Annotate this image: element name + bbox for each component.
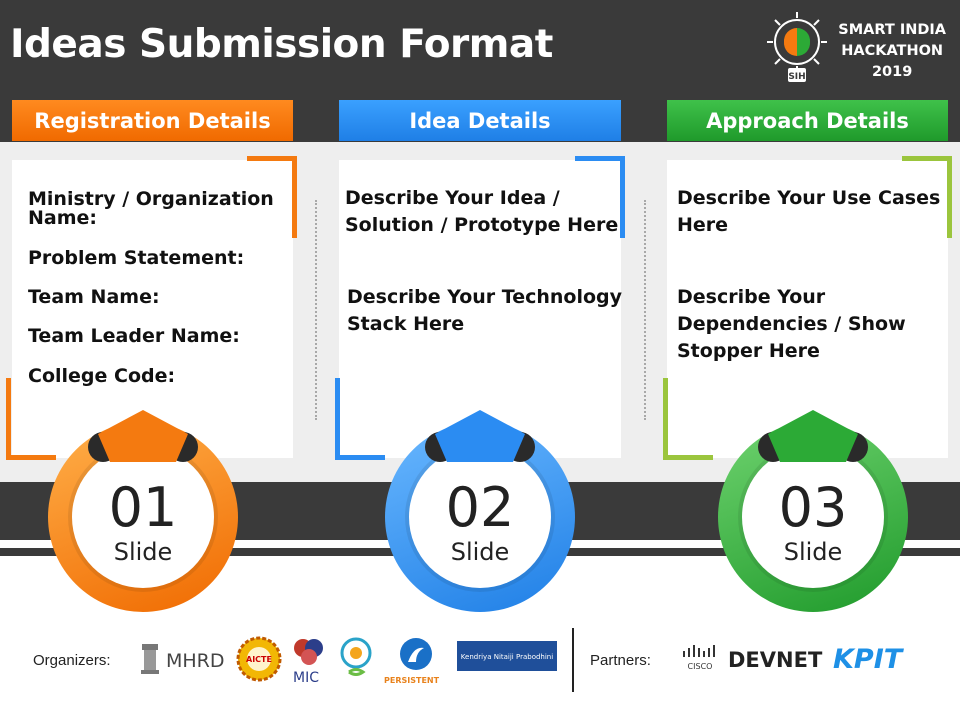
approach-card [667, 156, 952, 458]
slide-badge-02: 02 Slide [385, 410, 575, 612]
field-ministry-line1: Ministry / Organization [28, 188, 274, 210]
footer-divider [572, 628, 574, 692]
technology-stack-line1: Describe Your Technology [347, 286, 623, 308]
slide-number: 02 [445, 476, 515, 539]
dependencies: Describe Your Dependencies / Show Stoppe… [677, 284, 906, 365]
persistent-logo: PERSISTENT [384, 676, 440, 685]
divider-dotted [315, 200, 317, 420]
badge-cap-icon [435, 410, 525, 462]
use-cases-line1: Describe Your Use Cases [677, 187, 941, 209]
slide-label: Slide [783, 538, 843, 566]
kendriya-logo-text: Kendriya Nitaiji Prabodhini [460, 653, 554, 661]
slide-number: 01 [108, 476, 178, 539]
field-problem-statement: Problem Statement: [28, 247, 245, 269]
kendriya-logo: Kendriya Nitaiji Prabodhini [457, 641, 557, 671]
organizers-label: Organizers: [33, 652, 111, 669]
mhrd-logo: MHRD [166, 650, 225, 672]
persistent-logo-icon [400, 638, 432, 670]
lightbulb-logo-icon [340, 637, 372, 676]
dependencies-line3: Stopper Here [677, 340, 820, 362]
page-title: Ideas Submission Format [10, 22, 553, 67]
slide-badge-01: 01 Slide [48, 410, 238, 612]
tab-idea-details[interactable]: Idea Details [339, 100, 621, 141]
mic-logo-icon [294, 639, 323, 665]
brand-line-1: SMART INDIA [838, 22, 946, 38]
dependencies-line1: Describe Your [677, 286, 826, 308]
tab-approach-details[interactable]: Approach Details [667, 100, 948, 141]
field-team-leader-name: Team Leader Name: [28, 325, 240, 347]
badge-cap-icon [98, 410, 188, 462]
registration-card [12, 156, 297, 458]
slide-label: Slide [113, 538, 173, 566]
slide-label: Slide [450, 538, 510, 566]
partners-label: Partners: [590, 652, 651, 669]
sih-logo-text: SIH [788, 72, 805, 82]
idea-card [339, 156, 625, 458]
technology-stack: Describe Your Technology Stack Here [347, 284, 622, 338]
aicte-logo-text: AICTE [246, 655, 272, 664]
brand-block: SMART INDIA HACKATHON 2019 [838, 20, 946, 83]
field-college-code: College Code: [28, 365, 176, 387]
slide-badge-03: 03 Slide [718, 410, 908, 612]
divider-dotted [644, 200, 646, 420]
badge-cap-icon [768, 410, 858, 462]
corner-accent [247, 156, 297, 238]
corner-accent [575, 156, 625, 238]
dependencies-line2: Dependencies / Show [677, 313, 906, 335]
field-team-name: Team Name: [28, 286, 160, 308]
corner-accent [902, 156, 952, 238]
slide-number: 03 [778, 476, 848, 539]
emblem-icon [141, 644, 159, 674]
cisco-logo-icon: CISCO [683, 645, 715, 671]
idea-description-line2: Solution / Prototype Here [345, 214, 619, 236]
cisco-logo-text: CISCO [688, 662, 713, 671]
aicte-logo-icon: AICTE [236, 636, 282, 682]
brand-line-2: HACKATHON [841, 43, 944, 59]
badge-face [409, 446, 551, 588]
use-cases-line2: Here [677, 214, 729, 236]
corner-accent [6, 378, 56, 460]
corner-accent [663, 378, 713, 460]
mic-logo: MIC [293, 670, 319, 686]
field-ministry-line2: Name: [28, 207, 98, 229]
brand-line-3: 2019 [871, 64, 913, 80]
corner-accent [335, 378, 385, 460]
tab-registration-details[interactable]: Registration Details [12, 100, 293, 141]
idea-description: Describe Your Idea / Solution / Prototyp… [345, 185, 618, 239]
use-cases: Describe Your Use Cases Here [677, 185, 940, 239]
idea-description-line1: Describe Your Idea / [345, 187, 560, 209]
devnet-logo: DEVNET [728, 648, 823, 672]
badge-face [72, 446, 214, 588]
sih-logo-icon: SIH [767, 12, 827, 82]
badge-face [742, 446, 884, 588]
technology-stack-line2: Stack Here [347, 313, 465, 335]
kpit-logo: KPIT [833, 644, 903, 675]
